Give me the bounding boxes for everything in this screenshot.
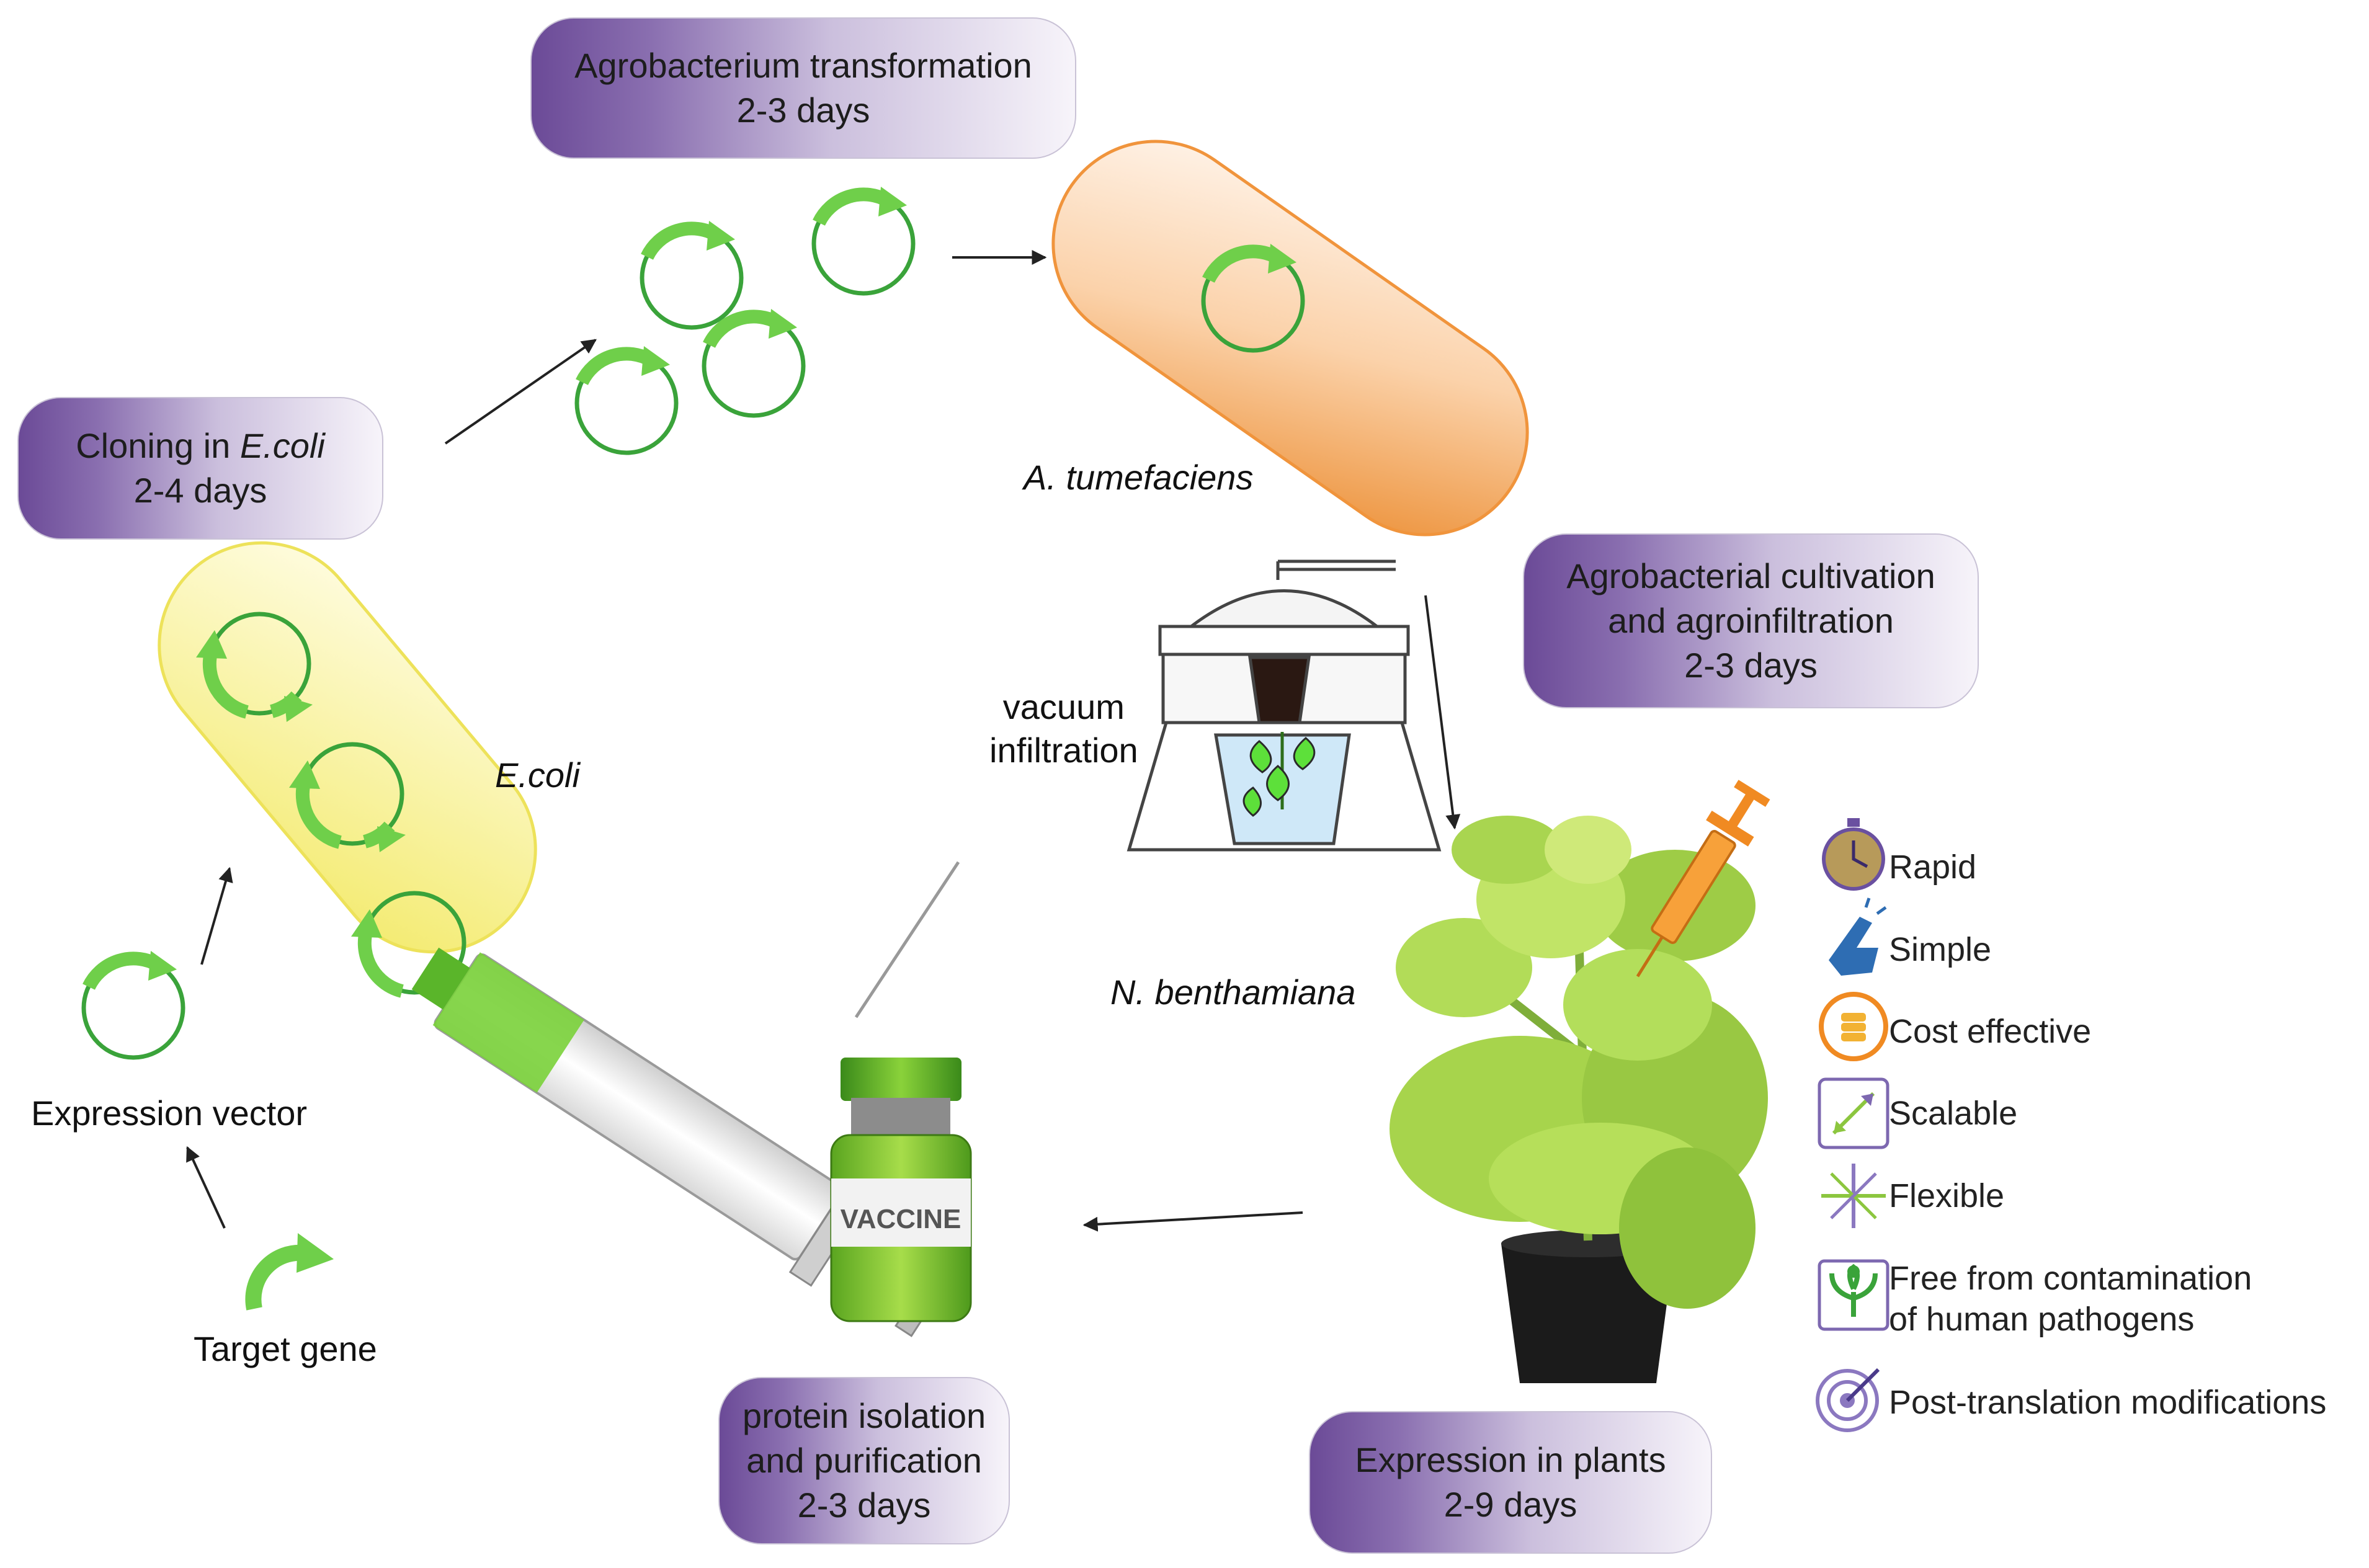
- advantage-simple: Simple: [1889, 931, 1992, 968]
- arrow-gene-to-vector: [186, 1146, 226, 1229]
- expression-vector-plasmid-icon: [84, 951, 183, 1058]
- label-vacuum-infiltration: vacuum infiltration: [989, 687, 1138, 770]
- label-a-tumefaciens: A. tumefaciens: [1024, 458, 1254, 497]
- advantage-flexible: Flexible: [1889, 1177, 2005, 1214]
- advantage-rapid: Rapid: [1889, 849, 1977, 886]
- vaccine-label: VACCINE: [841, 1204, 961, 1234]
- arrow-cloning-to-plasmids: [444, 339, 597, 445]
- vaccine-vial-icon: [830, 1058, 972, 1322]
- arrow-agro-to-plant: [1424, 595, 1461, 830]
- stopwatch-icon: [1822, 818, 1885, 891]
- step-duration: 2-4 days: [133, 471, 267, 510]
- step-agrobacterium-transformation: Agrobacterium transformation 2-3 days: [530, 17, 1076, 159]
- coins-icon: [1819, 992, 1888, 1061]
- plasmid-icon: [814, 187, 913, 293]
- step-duration: 2-3 days: [736, 91, 870, 130]
- step-duration: 2-9 days: [1443, 1485, 1577, 1524]
- ecoli-cell: [158, 541, 537, 954]
- step-protein-isolation: protein isolation and purification 2-3 d…: [718, 1377, 1010, 1544]
- advantage-cost-effective: Cost effective: [1889, 1013, 2092, 1050]
- step-duration: 2-3 days: [797, 1486, 931, 1525]
- target-gene-icon: [245, 1233, 334, 1311]
- vacuum-chamber-icon: [1127, 559, 1442, 852]
- advantage-post-translation: Post-translation modifications: [1889, 1384, 2327, 1421]
- arrow-vector-to-ecoli: [200, 866, 233, 965]
- step-title: Agrobacterium transformation: [574, 46, 1032, 85]
- plant-illustration: [1390, 816, 1768, 1383]
- scale-arrow-icon: [1818, 1077, 1889, 1149]
- agrobacterium-cell: [1051, 140, 1529, 537]
- label-e-coli: E.coli: [495, 755, 580, 795]
- step-title: Expression in plants: [1355, 1440, 1666, 1479]
- multi-arrow-icon: [1821, 1164, 1886, 1228]
- label-target-gene: Target gene: [194, 1329, 377, 1368]
- step-title: Agrobacterial cultivation: [1566, 556, 1935, 595]
- advantage-free-from-contamination: Free from contamination of human pathoge…: [1889, 1260, 2252, 1338]
- shield-plant-icon: [1818, 1259, 1889, 1331]
- plasmid-icon: [642, 221, 741, 327]
- arrow-plant-to-vaccine: [1082, 1211, 1303, 1232]
- plasmid-icon: [704, 309, 803, 416]
- target-icon: [1816, 1368, 1880, 1432]
- label-expression-vector: Expression vector: [31, 1094, 308, 1133]
- step-agro-cultivation: Agrobacterial cultivation and agroinfilt…: [1523, 533, 1979, 708]
- advantage-scalable: Scalable: [1889, 1095, 2018, 1132]
- label-n-benthamiana: N. benthamiana: [1110, 973, 1356, 1012]
- step-subtitle: and agroinfiltration: [1608, 601, 1894, 640]
- step-title: protein isolation: [742, 1396, 986, 1435]
- step-cloning: Cloning in E.coli 2-4 days: [17, 397, 383, 540]
- step-duration: 2-3 days: [1684, 646, 1818, 685]
- step-subtitle: and purification: [746, 1441, 982, 1480]
- step-title: Cloning in E.coli: [76, 426, 325, 465]
- hand-tap-icon: [1829, 898, 1887, 976]
- plasmid-icon: [577, 346, 676, 453]
- step-expression-plants: Expression in plants 2-9 days: [1309, 1411, 1712, 1554]
- small-syringe-icon: [1636, 780, 1770, 978]
